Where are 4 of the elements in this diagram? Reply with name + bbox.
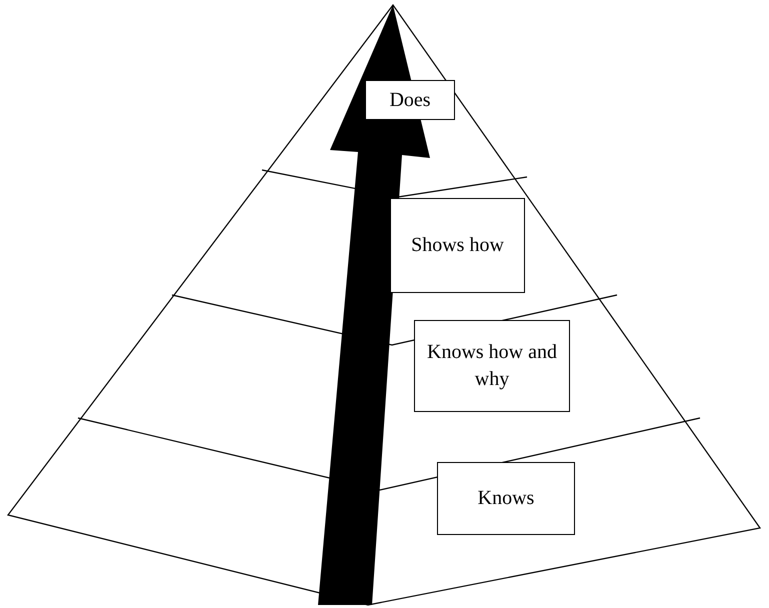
level-label: Shows how: [390, 198, 525, 293]
level-label: Does: [365, 80, 455, 120]
level-label: Knows how and why: [414, 320, 570, 412]
level-label: Knows: [437, 462, 575, 535]
